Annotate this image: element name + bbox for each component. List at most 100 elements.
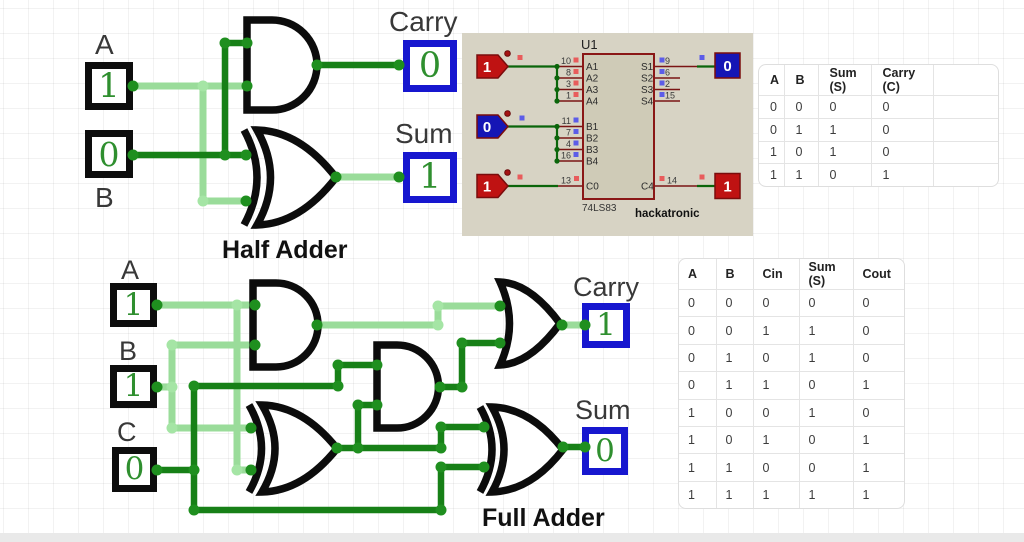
fa-xor1-gate [255,401,342,496]
table-row: 0 1 0 1 0 [679,344,904,373]
cell: 1 [753,371,800,400]
table-row: 1 0 0 1 0 [679,399,904,428]
table-row: 0 1 1 0 1 [679,371,904,400]
cell: 1 [753,481,800,508]
cell: 1 [862,487,870,502]
cell: 0 [753,289,800,318]
table-row: 1 0 1 0 [759,141,998,165]
wire-xor1-branch-to-and2 [354,401,377,448]
cell: 0 [871,141,934,165]
table-row: 0 0 1 1 0 [679,316,904,345]
cell: 0 [716,399,754,428]
cell: 1 [784,163,819,186]
cell: 1 [853,426,904,455]
cell: 1 [753,426,800,455]
cell: 0 [753,344,800,373]
fa-or-gate [494,278,565,369]
cell: 1 [853,371,904,400]
fa-input-b-box[interactable]: 1 [110,365,157,408]
cell-spacer [933,164,998,186]
cell: 1 [716,481,754,508]
cell: 0 [871,118,934,142]
cell: 1 [716,453,754,482]
wire-and1-to-or [317,302,500,329]
ha-and-gate [243,16,321,114]
wire-b-branch-to-and [221,39,247,155]
cell: 0 [679,316,717,345]
cell: 0 [716,289,754,318]
table-row: 1 0 1 0 1 [679,426,904,455]
cell: 0 [799,289,854,318]
cell-spacer [933,141,998,165]
wire-c-net [190,361,484,514]
ha-xor-gate [250,126,341,229]
cell: 1 [753,316,800,345]
table-header-row: A B Cin Sum (S) Cout [679,259,904,290]
ha-xor-gate-back-arc [240,128,261,227]
fa-input-a-value: 1 [123,286,144,323]
ha-label-b: B [95,182,114,213]
ha-input-a-value: 1 [98,66,120,106]
fa-xor2-gate-back-arc [476,405,496,494]
cell: 0 [753,453,800,482]
cell: 1 [679,399,717,428]
cell: 0 [759,95,785,119]
cell: 0 [853,344,904,373]
cell: 0 [716,316,754,345]
cell: 0 [853,316,904,345]
wire-xor1-to-xor2 [337,423,484,452]
full-adder-truth-table: A B Cin Sum (S) Cout 0 0 0 0 0 0 0 1 1 0 [678,258,905,509]
cell: 1 [759,163,785,186]
cell: 0 [753,399,800,428]
col-header: B [716,259,754,290]
col-header: A [759,65,785,96]
fa-sum-box: 0 [582,427,628,475]
cell: 0 [716,426,754,455]
fa-input-c-value: 0 [124,451,145,487]
cell: 1 [799,481,854,508]
table-row: 1 1 1 1 1 [679,481,904,508]
col-header: A [679,259,717,290]
cell: 0 [818,95,872,119]
cell: 1 [818,118,872,142]
cell: 0 [871,95,934,119]
fa-title: Full Adder [482,504,605,532]
ha-label-carry: Carry [389,6,458,37]
wire-and2-to-or [440,339,500,391]
fa-wires-high [157,301,582,474]
cell: 1 [679,481,717,508]
half-adder-truth-table: A B Sum (S) Carry (C) 0 0 0 0 0 1 1 0 [758,64,999,187]
cell: 1 [784,118,819,142]
ic-74ls83-body [582,53,655,200]
cell: 0 [759,118,785,142]
wire-b-to-and1-and-xor1 [168,341,255,432]
ha-carry-value: 0 [418,45,442,86]
ha-input-a-box[interactable]: 1 [85,62,133,110]
ha-carry-box: 0 [403,40,457,92]
cell: 1 [759,141,785,165]
cell: 0 [799,426,854,455]
cell: 1 [799,344,854,373]
fa-label-carry: Carry [573,272,639,302]
cell: 1 [799,399,854,428]
table-header-row: A B Sum (S) Carry (C) [759,65,998,96]
ha-wires-low [133,39,403,159]
cell-spacer [933,95,998,119]
fa-input-a-box[interactable]: 1 [110,283,157,327]
cell: 0 [853,289,904,318]
cell: 1 [716,344,754,373]
bottom-strip [0,533,1024,542]
cell-spacer [933,118,998,142]
ha-input-b-box[interactable]: 0 [85,130,133,178]
cell: 0 [799,453,854,482]
cell: 0 [799,371,854,400]
col-header: B [784,65,819,96]
table-row: 0 0 0 0 [759,95,998,119]
cell: 1 [799,316,854,345]
ha-wires-high [133,82,403,205]
fa-input-c-box[interactable]: 0 [112,447,157,492]
ha-sum-value: 1 [418,157,442,197]
ha-title: Half Adder [222,236,348,264]
fa-label-a: A [121,255,140,285]
